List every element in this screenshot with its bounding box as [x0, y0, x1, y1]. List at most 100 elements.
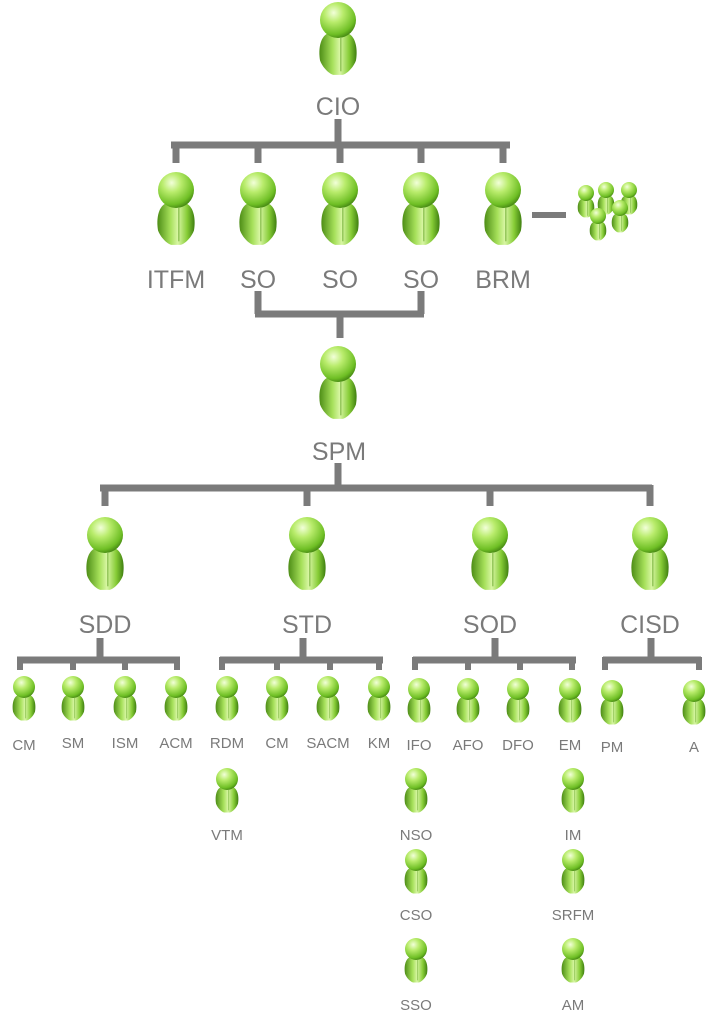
person-icon-std-head — [289, 517, 325, 553]
person-icon-cisd-head — [632, 517, 668, 553]
node-label-sm: SM — [62, 735, 85, 752]
person-icon-pm-head — [601, 680, 623, 702]
person-icon-brm-4-head — [485, 172, 521, 208]
person-icon-pm — [600, 680, 624, 725]
person-icon-acm — [164, 676, 188, 721]
node-label-cm: CM — [12, 737, 35, 754]
node-label-cm: CM — [265, 735, 288, 752]
person-icon-sacm-body — [316, 695, 340, 721]
node-label-vtm: VTM — [211, 827, 243, 844]
person-icon-so-3-body — [402, 203, 440, 245]
person-icon-cso-head — [405, 849, 427, 871]
person-icon-cm-head — [266, 676, 288, 698]
person-icon-cisd — [631, 517, 669, 590]
node-label-em: EM — [559, 737, 582, 754]
person-icon-sod-head — [472, 517, 508, 553]
person-icon-vtm-body — [215, 787, 239, 813]
person-icon-afo-head — [457, 678, 479, 700]
node-label-km: KM — [368, 735, 391, 752]
person-icon-sod-body — [471, 548, 509, 590]
person-icon-dfo-body — [506, 697, 530, 723]
person-icon-itfm-0-body — [157, 203, 195, 245]
person-icon-so-1-head — [240, 172, 276, 208]
person-icon-so-2 — [321, 172, 359, 245]
person-icon-so-1 — [239, 172, 277, 245]
person-icon-im — [561, 768, 585, 813]
team-group-icon-head — [612, 200, 628, 216]
node-label-so-3: SO — [403, 266, 439, 294]
person-icon-sdd-body — [86, 548, 124, 590]
person-icon-acm-head — [165, 676, 187, 698]
person-icon-cso-body — [404, 868, 428, 894]
person-icon-ifo — [407, 678, 431, 723]
person-icon-so-2-head — [322, 172, 358, 208]
node-label-sacm: SACM — [306, 735, 349, 752]
person-icon-am-head — [562, 938, 584, 960]
node-label-im: IM — [565, 827, 582, 844]
person-icon-ism — [113, 676, 137, 721]
team-group-icon — [589, 208, 607, 241]
person-icon-nso-body — [404, 787, 428, 813]
person-icon-sacm — [316, 676, 340, 721]
node-label-afo: AFO — [453, 737, 484, 754]
person-icon-sm-body — [61, 695, 85, 721]
node-label-brm-4: BRM — [475, 266, 531, 294]
person-icon-ism-body — [113, 695, 137, 721]
person-icon-dfo-head — [507, 678, 529, 700]
team-group-icon-head — [598, 182, 614, 198]
team-group-icon-head — [578, 185, 594, 201]
person-figures — [12, 2, 706, 983]
node-label-itfm-0: ITFM — [147, 266, 205, 294]
person-icon-dfo — [506, 678, 530, 723]
person-icon-acm-body — [164, 695, 188, 721]
person-icon-std-body — [288, 548, 326, 590]
person-icon-am-body — [561, 957, 585, 983]
person-icon-brm-4 — [484, 172, 522, 245]
person-icon-rdm-head — [216, 676, 238, 698]
node-label-cso: CSO — [400, 907, 433, 924]
node-label-sdd: SDD — [79, 611, 132, 639]
person-icon-cio-body — [319, 33, 357, 75]
team-group-icon — [577, 185, 595, 218]
person-icon-ifo-body — [407, 697, 431, 723]
person-icon-so-3 — [402, 172, 440, 245]
person-icon-spm-head — [320, 346, 356, 382]
person-icon-sso-body — [404, 957, 428, 983]
person-icon-so-2-body — [321, 203, 359, 245]
person-icon-spm — [319, 346, 357, 419]
person-icon-brm-4-body — [484, 203, 522, 245]
node-label-so-1: SO — [240, 266, 276, 294]
node-label-pm: PM — [601, 739, 624, 756]
node-label-std: STD — [282, 611, 332, 639]
team-group-icon — [611, 200, 629, 233]
person-icon-sdd — [86, 517, 124, 590]
person-icon-afo-body — [456, 697, 480, 723]
node-label-acm: ACM — [159, 735, 192, 752]
person-icon-sso — [404, 938, 428, 983]
node-label-nso: NSO — [400, 827, 433, 844]
person-icon-cm — [12, 676, 36, 721]
node-label-am: AM — [562, 997, 585, 1014]
person-icon-sm — [61, 676, 85, 721]
person-icon-itfm-0-head — [158, 172, 194, 208]
person-icon-im-head — [562, 768, 584, 790]
person-icon-cm-body — [265, 695, 289, 721]
team-group-icon-body — [589, 222, 607, 241]
person-icon-srfm — [561, 849, 585, 894]
person-icon-cio-head — [320, 2, 356, 38]
person-icon-km-body — [367, 695, 391, 721]
node-label-a: A — [689, 739, 699, 756]
node-label-rdm: RDM — [210, 735, 244, 752]
person-icon-rdm — [215, 676, 239, 721]
person-icon-em-head — [559, 678, 581, 700]
person-icon-srfm-head — [562, 849, 584, 871]
person-icon-spm-body — [319, 377, 357, 419]
person-icon-km-head — [368, 676, 390, 698]
person-icon-a-head — [683, 680, 705, 702]
person-icon-pm-body — [600, 699, 624, 725]
person-icon-itfm-0 — [157, 172, 195, 245]
node-label-sod: SOD — [463, 611, 517, 639]
person-icon-em-body — [558, 697, 582, 723]
person-icon-im-body — [561, 787, 585, 813]
